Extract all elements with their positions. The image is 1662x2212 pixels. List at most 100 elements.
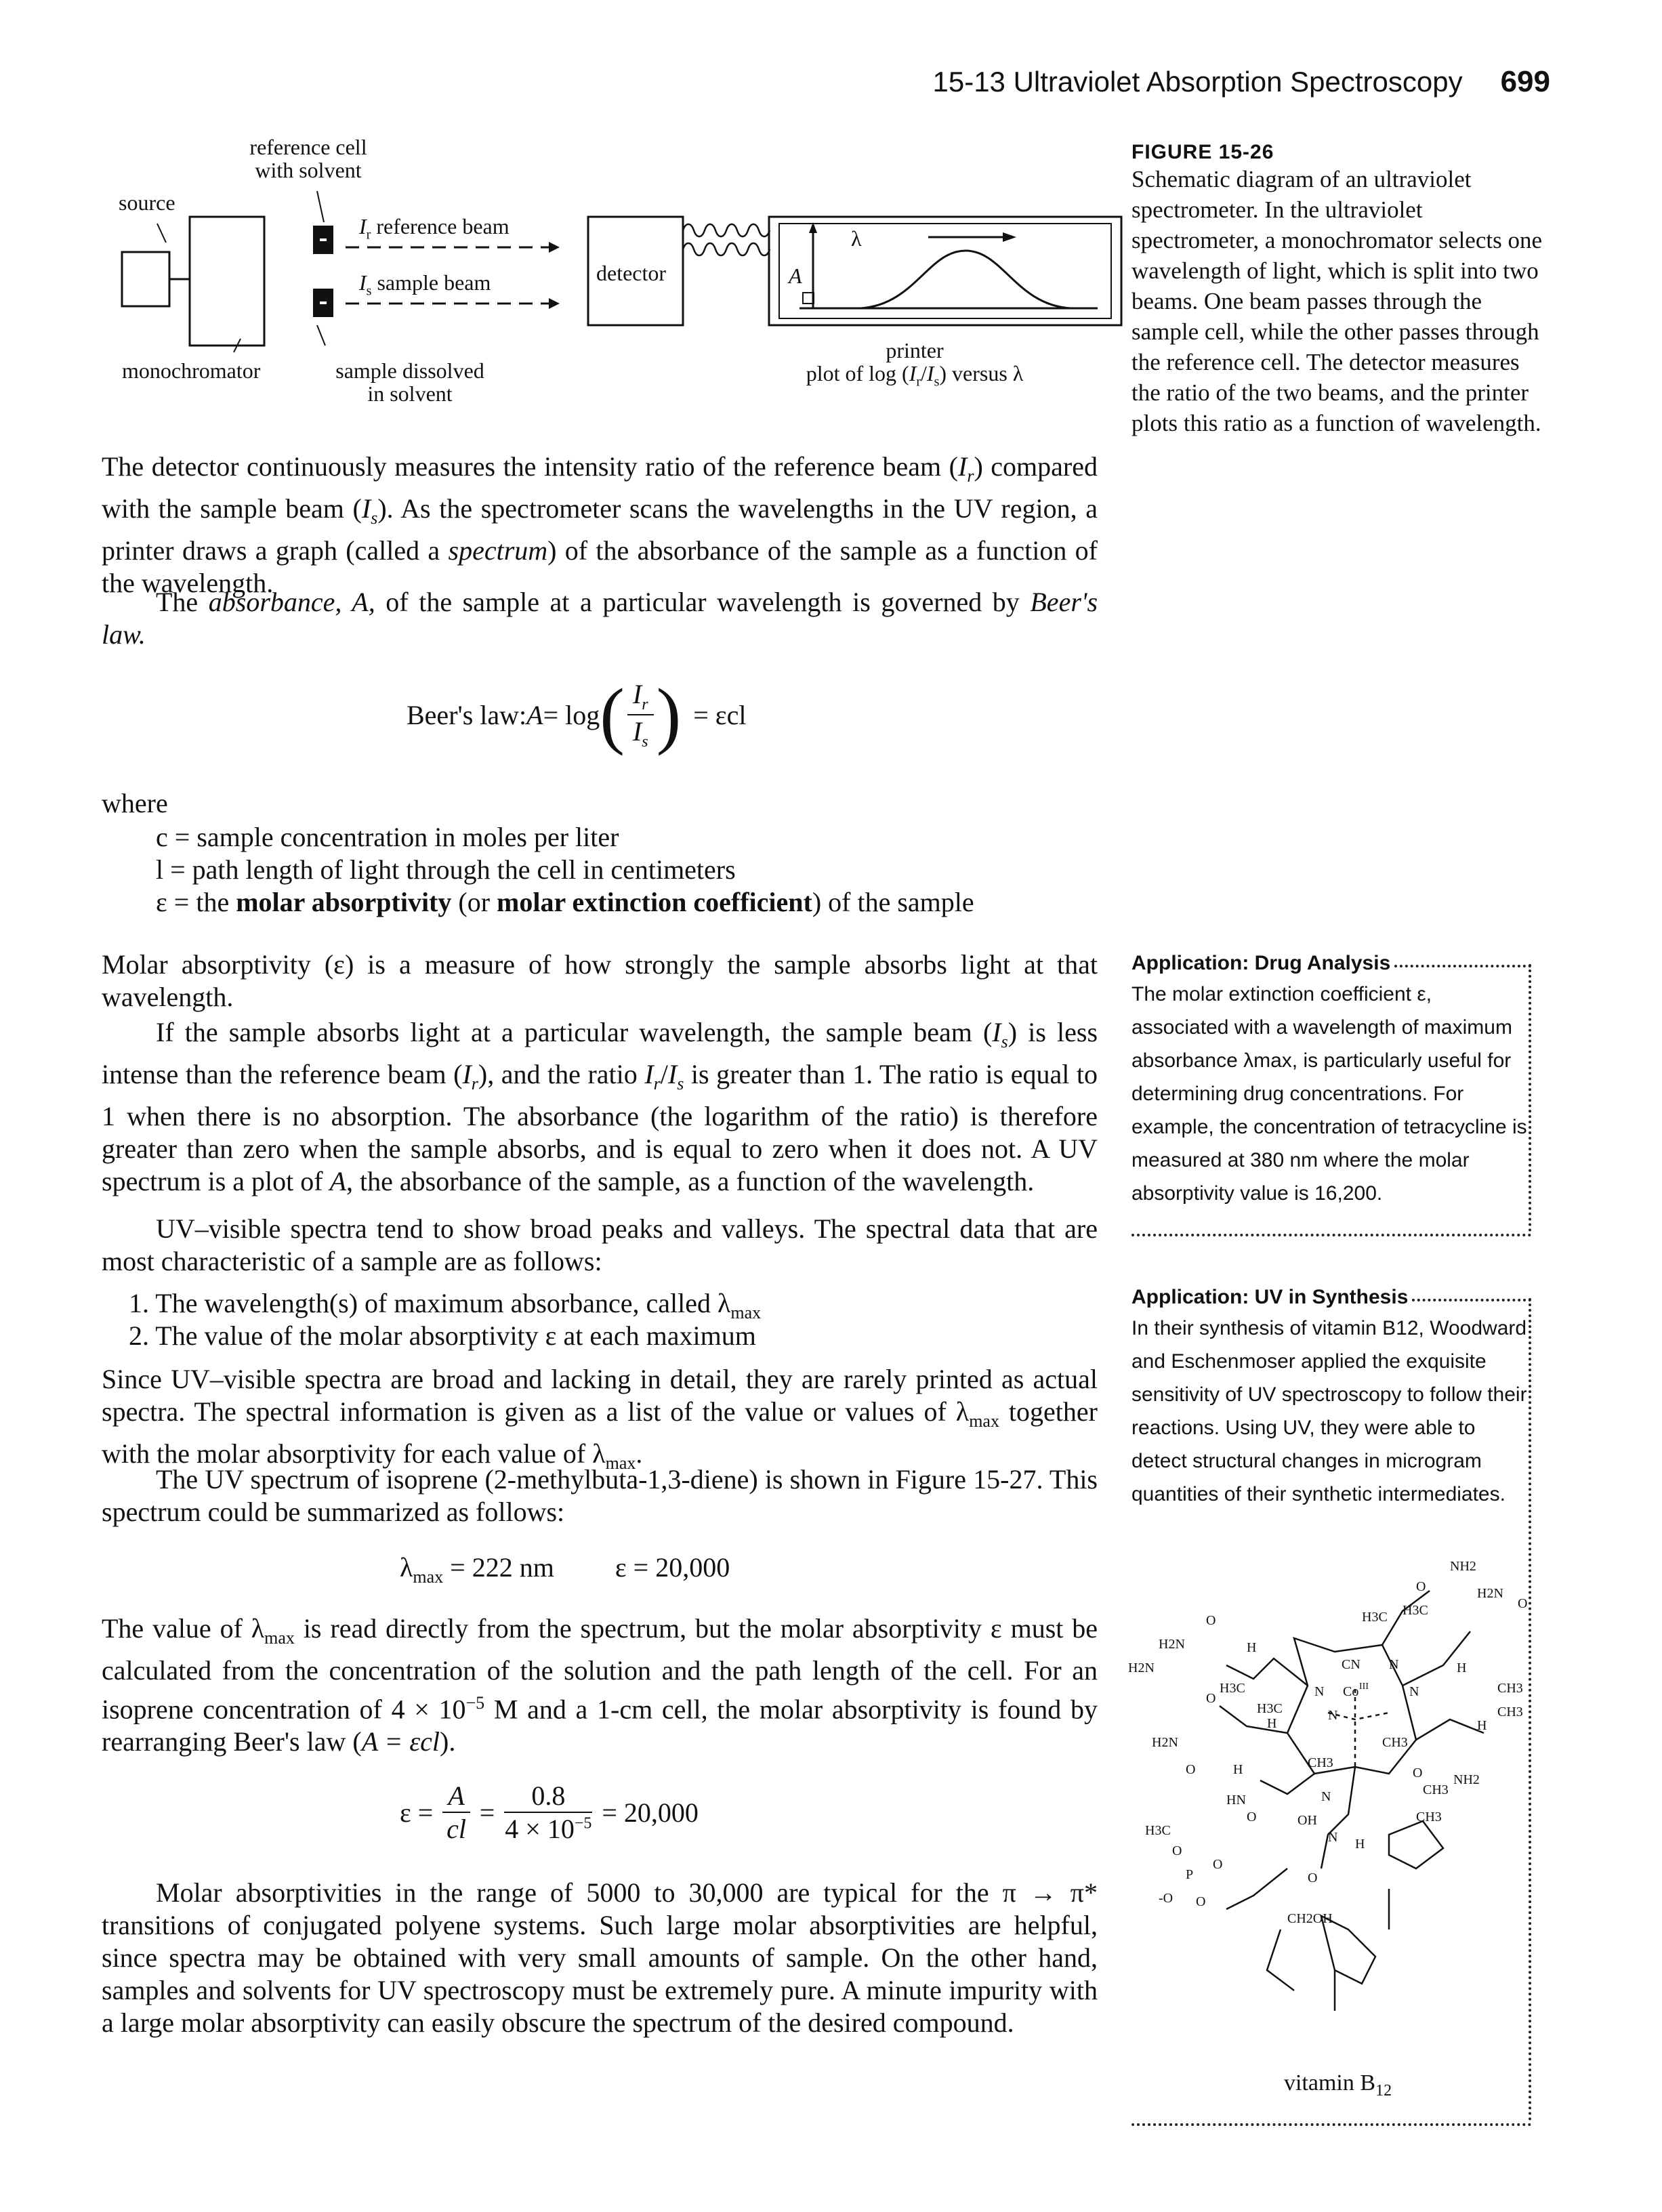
p8-c: M and a 1-cm cell, the molar absorptivit… (102, 1694, 1098, 1757)
label-printer-line1: printer (886, 338, 944, 362)
p4-a: If the sample absorbs light at a particu… (156, 1017, 993, 1047)
label-sample-dissolved: sample dissolved in solvent (308, 359, 512, 405)
mol-o3: O (1206, 1613, 1216, 1628)
plot-ir: I (909, 361, 917, 385)
mol-o1: O (1416, 1579, 1426, 1594)
mol-h3c4: H3C (1257, 1701, 1283, 1716)
label-ref-cell-line1: reference cell (249, 135, 367, 159)
mol-o5: O (1186, 1762, 1195, 1777)
label-sample-line2: in solvent (367, 381, 453, 406)
iso-sub: max (413, 1567, 444, 1587)
calc-eps: ε = (400, 1797, 434, 1828)
mol-h6: H (1355, 1837, 1365, 1852)
mol-o9: O (1213, 1857, 1222, 1872)
paragraph-calc: The value of λmax is read directly from … (102, 1612, 1098, 1758)
label-monochromator: monochromator (122, 358, 261, 383)
molecule-caption: vitamin B12 (1284, 2070, 1392, 2100)
ir-beam-text: reference beam (376, 214, 510, 238)
spectrometer-diagram (102, 135, 1123, 420)
app2-text: In their synthesis of vitamin B12, Woodw… (1131, 1317, 1527, 1505)
app2-title: Application: UV in Synthesis (1131, 1286, 1409, 1308)
mol-ch3b: CH3 (1497, 1705, 1523, 1719)
mol-o10: -O (1159, 1891, 1173, 1906)
figure-caption: Schematic diagram of an ultraviolet spec… (1131, 166, 1543, 436)
mol-h4: H (1477, 1718, 1487, 1733)
paragraph-spectral-info: Since UV–visible spectra are broad and l… (102, 1364, 1098, 1473)
molecule-caption-text: vitamin B (1284, 2070, 1376, 2095)
p1-spectrum: spectrum (448, 535, 548, 566)
p2-a: The (156, 587, 209, 617)
mol-ch3a: CH3 (1497, 1681, 1523, 1696)
def-c: c = sample concentration in moles per li… (156, 822, 619, 852)
p2-b: of the sample at a particular wavelength… (375, 587, 1031, 617)
list-item-2: 2. The value of the molar absorptivity ε… (129, 1320, 756, 1351)
p8-sub: max (264, 1628, 295, 1648)
calc-cl: cl (446, 1814, 467, 1844)
beer-A: A (526, 699, 543, 730)
mol-h3c3: H3C (1220, 1681, 1245, 1696)
def-e-a: ε = the (156, 887, 236, 917)
is-beam-text: sample beam (377, 270, 491, 295)
mol-oh: OH (1297, 1813, 1317, 1828)
label-is-sample-beam: Is sample beam (359, 271, 491, 302)
beer-label: Beer's law: (407, 699, 527, 730)
def-e-b: molar absorptivity (236, 887, 452, 917)
mol-h2n3: H2N (1128, 1661, 1155, 1675)
label-printer-line2: plot of log (Ir/Is) versus λ (806, 361, 1024, 390)
versus-lambda-text: versus λ (952, 361, 1024, 385)
mol-h1: H (1247, 1640, 1256, 1655)
p4-e: , the absorbance of the sample, as a fun… (346, 1166, 1035, 1196)
label-sample-line1: sample dissolved (335, 358, 484, 383)
mol-o11: O (1196, 1894, 1205, 1909)
app1-title: Application: Drug Analysis (1131, 952, 1391, 974)
def-e-e: ) of the sample (812, 887, 974, 917)
mol-ch2oh: CH2OH (1287, 1911, 1333, 1926)
p4-b: ) is less intense than the reference bea… (102, 1017, 1098, 1089)
running-header: 15-13 Ultraviolet Absorption Spectroscop… (932, 65, 1550, 99)
paragraph-absorbance: The absorbance, A, of the sample at a pa… (102, 586, 1098, 651)
mol-h3: H (1267, 1716, 1276, 1731)
p8-d: A = εcl (361, 1726, 440, 1757)
def-epsilon: ε = the molar absorptivity (or molar ext… (156, 886, 974, 919)
beer-eq: = log (543, 699, 600, 730)
plot-of-log-text: plot of log (806, 361, 897, 385)
beers-law-equation: Beer's law: A = log ( Ir Is ) = εcl (407, 673, 747, 756)
mol-co: Co (1343, 1684, 1358, 1699)
mol-coiii: III (1359, 1682, 1369, 1692)
detector-box (587, 215, 684, 327)
p6-b: together with the molar absorptivity for… (102, 1396, 1098, 1469)
mol-p: P (1186, 1867, 1193, 1882)
mol-o12: O (1308, 1871, 1317, 1885)
source-box (121, 251, 171, 308)
is-sub: s (366, 283, 372, 299)
mol-h2: H (1457, 1661, 1466, 1675)
iso-epsilon: ε = 20,000 (615, 1552, 730, 1583)
calc-frac1: A cl (442, 1780, 470, 1845)
mol-o7: O (1247, 1810, 1256, 1824)
figure-caption-block: FIGURE 15-26 Schematic diagram of an ult… (1131, 141, 1545, 438)
paragraph-uv-visible: UV–visible spectra tend to show broad pe… (102, 1213, 1098, 1276)
isoprene-equation: λmax = 222 nm ε = 20,000 (400, 1551, 730, 1593)
mol-ch3f: CH3 (1416, 1810, 1442, 1824)
label-reference-cell: reference cell with solvent (247, 135, 369, 182)
plot-ir-sub: r (916, 374, 921, 390)
mol-h2n2: H2N (1159, 1637, 1185, 1652)
mol-h3c2: H3C (1403, 1603, 1428, 1618)
p6-a: Since UV–visible spectra are broad and l… (102, 1364, 1098, 1427)
mol-nh2a: NH2 (1450, 1559, 1476, 1574)
label-ir-reference-beam: Ir reference beam (359, 215, 510, 246)
mol-n6: N (1328, 1830, 1337, 1845)
iso-lambda: λ (400, 1552, 413, 1583)
li1-text: 1. The wavelength(s) of maximum absorban… (129, 1288, 731, 1318)
page-number: 699 (1500, 65, 1550, 98)
p2-absorbance: absorbance, A, (208, 587, 375, 617)
application-uv-synthesis: Application: UV in Synthesis In their sy… (1128, 1286, 1531, 2126)
section-title: 15-13 Ultraviolet Absorption Spectroscop… (932, 66, 1463, 98)
cable-coil (682, 223, 771, 257)
def-e-c: (or (451, 887, 497, 917)
mol-h3c1: H3C (1362, 1610, 1388, 1625)
label-detector: detector (596, 261, 667, 285)
p4-d: is greater than 1. The ratio is equal to… (102, 1059, 1098, 1196)
p1-a: The detector continuously measures the i… (102, 451, 958, 482)
mol-o6: O (1413, 1766, 1422, 1780)
